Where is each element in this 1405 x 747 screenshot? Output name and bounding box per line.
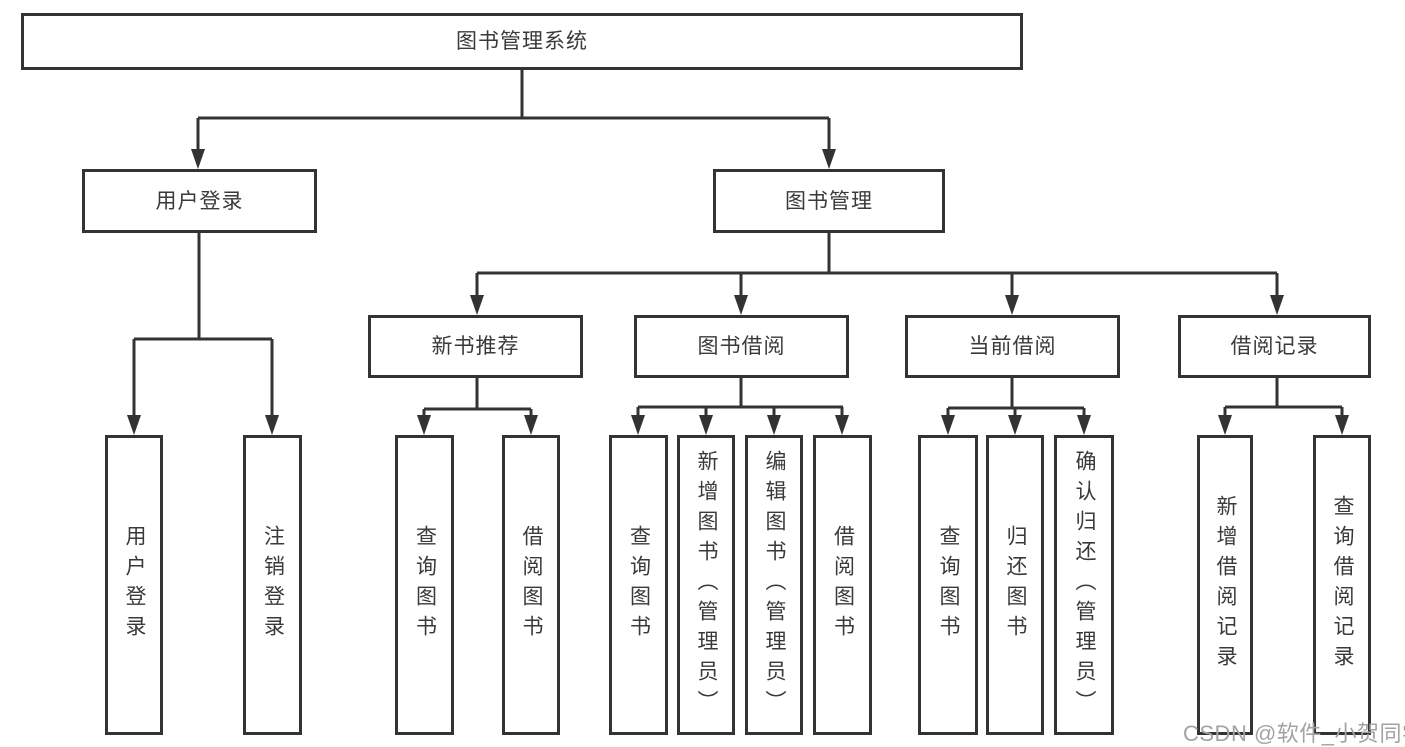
leaf-confirm-return-admin: 确认归还（管理员） [1054,435,1114,735]
leaf-user-login: 用户登录 [105,435,163,735]
leaf-borrow-book: 借阅图书 [813,435,872,735]
leaf-logout: 注销登录 [243,435,302,735]
node-current-borrow: 当前借阅 [905,315,1120,378]
leaf-query-book-recommend: 查询图书 [395,435,454,735]
leaf-return-book: 归还图书 [986,435,1044,735]
csdn-watermark: CSDN @软件_小贺同学 [1183,721,1405,746]
leaf-query-book-current: 查询图书 [918,435,978,735]
leaf-borrow-book-recommend: 借阅图书 [502,435,560,735]
node-root: 图书管理系统 [21,13,1023,70]
leaf-query-book-borrow: 查询图书 [609,435,668,735]
leaf-edit-book-admin: 编辑图书（管理员） [745,435,803,735]
node-book-borrow: 图书借阅 [634,315,849,378]
node-borrow-record: 借阅记录 [1178,315,1371,378]
node-user-login: 用户登录 [82,169,317,233]
connector-lines [132,70,1344,416]
leaf-query-borrow-record: 查询借阅记录 [1313,435,1371,735]
leaf-add-borrow-record: 新增借阅记录 [1197,435,1253,735]
leaf-add-book-admin: 新增图书（管理员） [677,435,735,735]
node-new-book-recommend: 新书推荐 [368,315,583,378]
node-book-management: 图书管理 [713,169,945,233]
